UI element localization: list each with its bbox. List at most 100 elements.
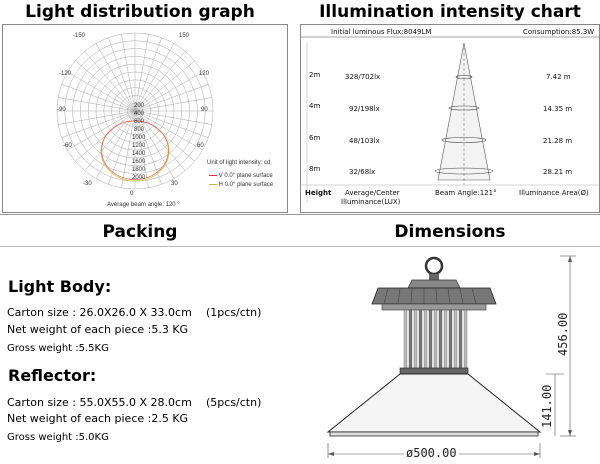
- height-6m: 6m: [309, 134, 321, 142]
- light-body-pcs: (1pcs/ctn): [206, 306, 262, 319]
- heatsink-fin: [428, 309, 433, 369]
- lamp-hook-icon: [424, 256, 444, 276]
- illumination-cone: [301, 36, 599, 203]
- polar-spoke: [67, 110, 136, 151]
- polar-spoke: [95, 110, 136, 179]
- dim-reflector-height: 141.00: [540, 384, 554, 428]
- polar-spoke: [84, 51, 136, 112]
- illumination-panel: Initial luminous Flux:8049LM Consumption…: [300, 24, 600, 213]
- polar-radial-label: 1400: [132, 151, 146, 157]
- legend-v-line-icon: [209, 174, 217, 176]
- polar-spoke: [121, 34, 136, 112]
- polar-spoke: [58, 97, 136, 112]
- heatsink-fin: [463, 309, 468, 369]
- heatsink-fin: [408, 309, 413, 369]
- consumption: Consumption:85.3W: [523, 28, 595, 36]
- polar-spoke: [134, 110, 212, 125]
- polar-radial-label: 1000: [132, 135, 146, 141]
- polar-spoke: [108, 37, 136, 112]
- polar-spoke: [134, 110, 186, 171]
- area-2m: 7.42 m: [546, 73, 571, 81]
- polar-spoke: [61, 84, 136, 112]
- polar-intensity-curve: [101, 120, 169, 180]
- polar-spoke: [134, 34, 149, 112]
- horizontal-divider: [0, 214, 600, 215]
- polar-spoke: [134, 110, 175, 179]
- heatsink-fin: [433, 309, 438, 369]
- dimensions-title: Dimensions: [394, 222, 506, 242]
- polar-spoke: [134, 37, 162, 112]
- col-height: Height: [305, 189, 332, 197]
- polar-spoke: [84, 110, 136, 171]
- dim-total-height: 456.00: [556, 312, 570, 356]
- packing-title: Packing: [102, 222, 178, 242]
- reflector-pcs: (5pcs/ctn): [206, 396, 262, 409]
- polar-radial-label: 400: [134, 111, 145, 117]
- polar-diagram: [56, 32, 214, 190]
- heatsink-fin: [413, 309, 418, 369]
- lux-8m: 32/68lx: [349, 168, 376, 176]
- polar-radial-label: 600: [134, 119, 145, 125]
- polar-legend-h: H 0.0° plane surface: [209, 182, 273, 188]
- col-average: Average/Center: [345, 189, 400, 197]
- lux-6m: 48/103lx: [349, 137, 380, 145]
- lamp-dimension-drawing: [326, 255, 576, 458]
- polar-angle-30: 30: [171, 181, 178, 187]
- area-8m: 28.21 m: [543, 168, 573, 176]
- polar-spoke: [61, 110, 136, 138]
- heatsink-fin: [418, 309, 423, 369]
- light-distribution-title: Light distribution graph: [25, 2, 255, 22]
- polar-spoke: [58, 110, 136, 125]
- polar-angle-90: 90: [201, 107, 208, 113]
- heatsink-fin: [438, 309, 443, 369]
- polar-radial-label: 800: [134, 127, 145, 133]
- legend-h-line-icon: [209, 183, 217, 185]
- dim-diameter: ø500.00: [404, 446, 459, 460]
- col-area: Illuminance Area(Ø): [519, 189, 589, 197]
- polar-radial-label: 1800: [132, 167, 146, 173]
- height-2m: 2m: [309, 71, 321, 79]
- polar-spoke: [134, 84, 209, 112]
- light-body-carton: Carton size : 26.0X26.0 X 33.0cm: [7, 306, 192, 319]
- reflector-heading: Reflector:: [8, 366, 97, 385]
- col-average-2: Illuminance(LUX): [341, 198, 401, 206]
- col-beam: Beam Angle:121°: [435, 189, 497, 197]
- polar-angle-n30: -30: [83, 181, 92, 187]
- polar-spoke: [134, 51, 186, 112]
- polar-angle-120: 120: [199, 71, 210, 77]
- legend-h-text: H 0.0° plane surface: [218, 182, 274, 188]
- lux-4m: 92/198lx: [349, 105, 380, 113]
- polar-spoke: [95, 43, 136, 112]
- heatsink-fin: [423, 309, 428, 369]
- polar-angle-150: 150: [179, 33, 190, 39]
- polar-angle-n90: -90: [57, 107, 66, 113]
- polar-radial-label: 200: [134, 103, 145, 109]
- polar-spoke: [134, 71, 203, 112]
- light-body-net: Net weight of each piece :5.3 KG: [7, 323, 189, 336]
- polar-angle-n120: -120: [59, 71, 72, 77]
- area-4m: 14.35 m: [543, 105, 573, 113]
- polar-angle-n60: -60: [63, 143, 72, 149]
- polar-spoke: [134, 110, 209, 138]
- height-8m: 8m: [309, 165, 321, 173]
- lux-2m: 328/702lx: [345, 73, 381, 81]
- heatsink-fin: [403, 309, 408, 369]
- polar-spoke: [134, 110, 149, 188]
- illumination-chart-title: Illumination intensity chart: [319, 2, 581, 22]
- heatsink-fin: [458, 309, 463, 369]
- reflector-net: Net weight of each piece :2.5 KG: [7, 412, 189, 425]
- polar-spoke: [75, 60, 136, 112]
- light-body-heading: Light Body:: [8, 277, 112, 296]
- polar-spoke: [121, 110, 136, 188]
- polar-spoke: [134, 43, 175, 112]
- initial-flux: Initial luminous Flux:8049LM: [331, 28, 432, 36]
- heatsink-fin: [443, 309, 448, 369]
- polar-legend-v: V 0.0° plane surface: [209, 173, 273, 179]
- legend-v-text: V 0.0° plane surface: [218, 173, 273, 179]
- heatsink-fin: [453, 309, 458, 369]
- beam-angle-label: Average beam angle: 120 °: [107, 202, 180, 208]
- reflector-carton: Carton size : 55.0X55.0 X 28.0cm: [7, 396, 192, 409]
- polar-angle-n150: -150: [73, 33, 86, 39]
- polar-radial-label: 1200: [132, 143, 146, 149]
- light-body-gross: Gross weight :5.5KG: [7, 343, 109, 354]
